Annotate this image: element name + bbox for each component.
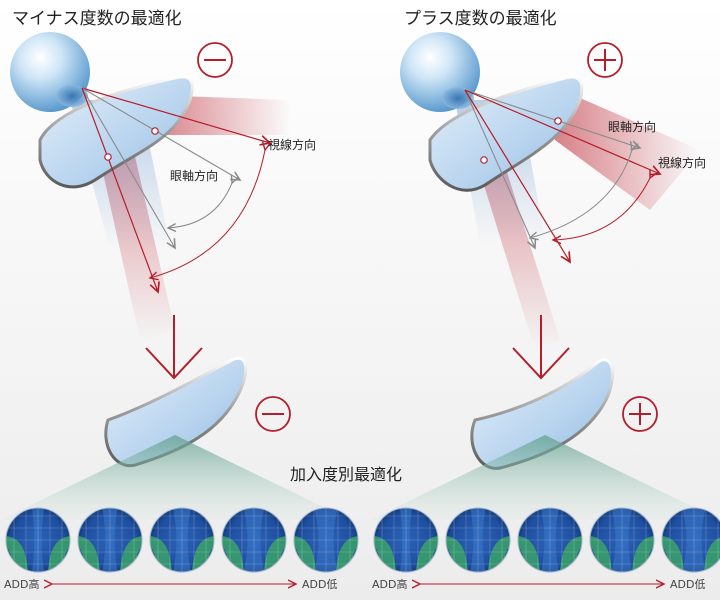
- plus-add-high-label: ADD高: [372, 577, 407, 591]
- minus-down-arrow-icon: [145, 315, 203, 380]
- center-label: 加入度別最適化: [290, 465, 402, 484]
- minus-eye-axis-label: 眼軸方向: [170, 168, 218, 183]
- plus-eyeball: [400, 32, 480, 112]
- plus-eye-axis-label: 眼軸方向: [608, 119, 656, 134]
- plus-panel: プラス度数の最適化 眼軸方向 視線方向: [370, 9, 720, 520]
- plus-sign-icon: [587, 42, 623, 78]
- minus-map-4: [221, 507, 287, 573]
- plus-map-3: [517, 507, 583, 573]
- plus-map-2: [445, 507, 511, 573]
- minus-sign-icon: [197, 42, 233, 78]
- plus-map-1: [373, 507, 439, 573]
- minus-map-3: [149, 507, 215, 573]
- plus-gaze-label: 視線方向: [658, 155, 706, 170]
- minus-map-5: [293, 507, 359, 573]
- plus-sign-icon-2: [622, 396, 658, 432]
- plus-distribution-maps: [373, 507, 720, 573]
- plus-lens: [428, 75, 584, 192]
- minus-sign-icon-2: [255, 396, 291, 432]
- minus-distribution-maps: [5, 507, 359, 573]
- minus-add-high-label: ADD高: [4, 577, 39, 591]
- minus-add-scale: ADD高 ADD低: [4, 577, 337, 591]
- plus-down-arrow-icon: [512, 315, 570, 380]
- minus-lens: [38, 75, 194, 189]
- plus-add-low-label: ADD低: [670, 578, 705, 591]
- plus-add-scale: ADD高 ADD低: [372, 577, 705, 591]
- minus-eyeball: [10, 32, 90, 112]
- minus-panel: マイナス度数の最適化 視線方向 眼軸方向: [0, 9, 350, 520]
- plus-fan: [370, 435, 720, 520]
- minus-gaze-label: 視線方向: [268, 137, 316, 152]
- minus-map-2: [77, 507, 143, 573]
- minus-fan: [0, 435, 350, 520]
- plus-panel-title: プラス度数の最適化: [404, 9, 557, 29]
- plus-map-4: [589, 507, 655, 573]
- minus-add-low-label: ADD低: [302, 578, 337, 591]
- minus-panel-title: マイナス度数の最適化: [12, 9, 182, 29]
- plus-map-5: [661, 507, 720, 573]
- minus-map-1: [5, 507, 71, 573]
